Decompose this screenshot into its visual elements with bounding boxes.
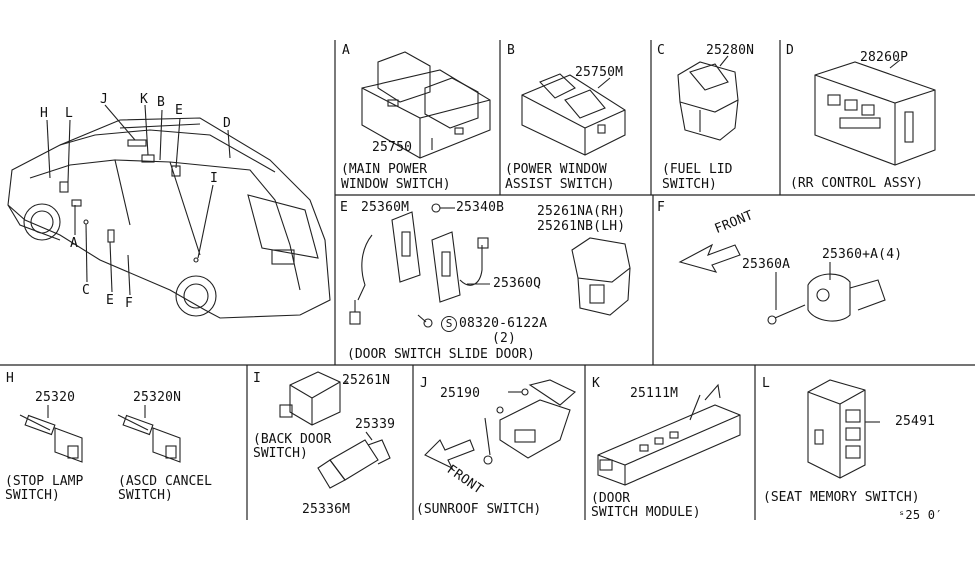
caption-l-line1: (SEAT MEMORY SWITCH) — [763, 490, 920, 505]
part-number-i1: 25261N — [342, 373, 391, 388]
caption-k-line2: SWITCH MODULE) — [591, 505, 701, 520]
power-window-assist-switch-drawing — [521, 73, 626, 156]
caption-d-line1: (RR CONTROL ASSY) — [790, 176, 924, 191]
part-number-e-harness: 25360Q — [493, 276, 542, 291]
door-switch-module-drawing — [597, 383, 741, 486]
callout-e-bottom: E — [106, 293, 115, 308]
callout-k: K — [140, 92, 149, 107]
caption-e-line1: (DOOR SWITCH SLIDE DOOR) — [347, 347, 535, 362]
part-number-h1: 25320 — [35, 390, 76, 405]
section-letter-a: A — [342, 43, 350, 58]
callout-e-top: E — [175, 103, 184, 118]
part-number-l: 25491 — [895, 414, 936, 429]
back-door-switch-drawing — [279, 371, 391, 489]
bolt-circle-s: S — [441, 316, 457, 332]
section-letter-i: I — [253, 371, 261, 386]
caption-a-line1: (MAIN POWER — [341, 162, 428, 177]
part-number-b: 25750M — [575, 65, 624, 80]
caption-i-line1: (BACK DOOR — [253, 432, 332, 447]
part-number-f-bolt: 25360A — [742, 257, 791, 272]
caption-h2-line2: SWITCH) — [118, 488, 173, 503]
part-number-e-bolt: 08320-6122A — [459, 316, 548, 331]
callout-i: I — [210, 171, 219, 186]
part-number-e-switch: 25360M — [361, 200, 410, 215]
section-letter-b: B — [507, 43, 515, 58]
callout-j: J — [100, 92, 109, 107]
caption-b-line1: (POWER WINDOW — [505, 162, 607, 177]
part-number-c: 25280N — [706, 43, 755, 58]
callout-a: A — [70, 236, 79, 251]
caption-j-line1: (SUNROOF SWITCH) — [416, 502, 542, 517]
main-power-window-switch-drawing — [361, 51, 491, 159]
fuel-lid-switch-drawing — [677, 55, 739, 141]
stop-lamp-switch-drawing — [19, 405, 181, 463]
vehicle-illustration — [7, 104, 331, 319]
grid-lines — [0, 40, 975, 520]
part-number-e-screw: 25340B — [456, 200, 505, 215]
part-number-d: 28260P — [860, 50, 909, 65]
callout-b: B — [157, 95, 166, 110]
door-switch-f-drawing — [678, 243, 886, 325]
callout-l: L — [65, 106, 74, 121]
footer-code: ˢ25 0′ — [898, 508, 943, 522]
section-letter-l: L — [762, 376, 770, 391]
caption-k-line1: (DOOR — [591, 491, 631, 506]
section-letter-c: C — [657, 43, 665, 58]
callout-d: D — [223, 116, 232, 131]
caption-h1-line2: SWITCH) — [5, 488, 60, 503]
callout-h: H — [40, 106, 49, 121]
caption-h2-line1: (ASCD CANCEL — [118, 474, 212, 489]
rr-control-assy-drawing — [814, 59, 936, 166]
caption-a-line2: WINDOW SWITCH) — [341, 177, 451, 192]
part-number-h2: 25320N — [133, 390, 182, 405]
callout-f: F — [125, 296, 134, 311]
section-letter-f: F — [657, 200, 665, 215]
sunroof-switch-drawing — [424, 379, 576, 470]
section-letter-h: H — [6, 371, 14, 386]
caption-c-line1: (FUEL LID — [662, 162, 733, 177]
section-letter-k: K — [592, 376, 600, 391]
part-number-j: 25190 — [440, 386, 481, 401]
caption-h1-line1: (STOP LAMP — [5, 474, 84, 489]
door-switch-slide-door-drawing — [349, 203, 631, 328]
caption-c-line2: SWITCH) — [662, 177, 717, 192]
seat-memory-switch-drawing — [807, 379, 880, 479]
bolt-quantity: (2) — [492, 331, 517, 346]
part-number-a: 25750 — [372, 140, 413, 155]
section-letter-e: E — [340, 200, 348, 215]
part-number-f-switch: 25360+A(4) — [822, 247, 903, 262]
part-number-i2: 25339 — [355, 417, 396, 432]
section-letter-j: J — [420, 376, 428, 391]
section-letter-d: D — [786, 43, 794, 58]
part-number-e-lh: 25261NB(LH) — [537, 219, 626, 234]
caption-i-line2: SWITCH) — [253, 446, 308, 461]
part-number-i3: 25336M — [302, 502, 351, 517]
part-number-k: 25111M — [630, 386, 679, 401]
part-number-e-rh: 25261NA(RH) — [537, 204, 626, 219]
caption-b-line2: ASSIST SWITCH) — [505, 177, 615, 192]
callout-c: C — [82, 283, 91, 298]
